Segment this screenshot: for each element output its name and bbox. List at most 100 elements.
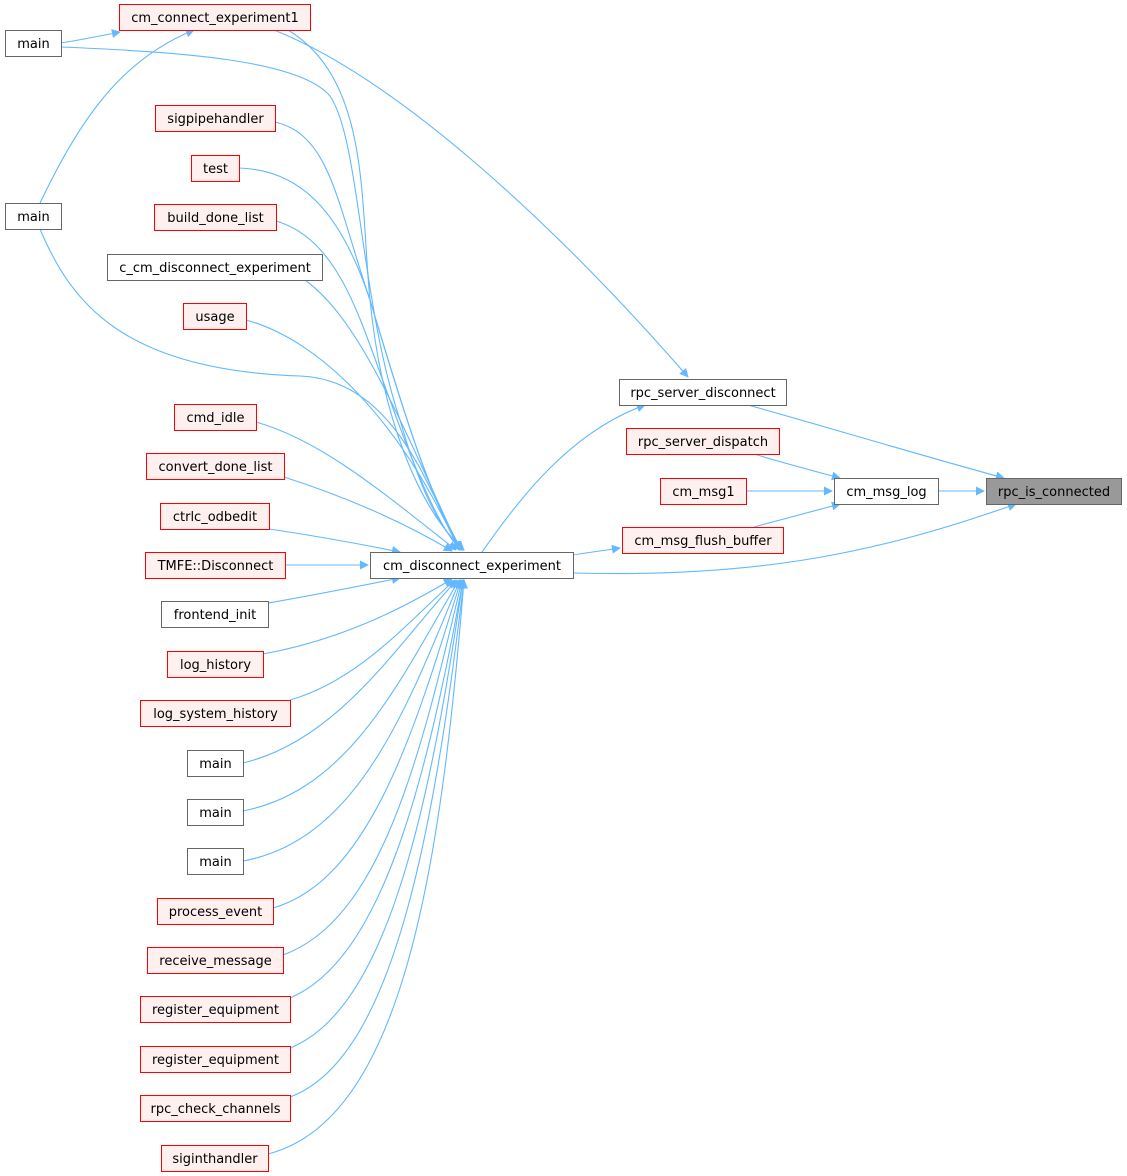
node-label: c_cm_disconnect_experiment — [119, 261, 311, 276]
node-log-system-history[interactable]: log_system_history — [140, 700, 291, 727]
node-label: cm_msg_log — [846, 485, 926, 500]
node-label: ctrlc_odbedit — [173, 510, 257, 525]
node-label: cm_connect_experiment1 — [131, 11, 299, 26]
node-main-b[interactable]: main — [5, 203, 62, 230]
node-sigpipehandler[interactable]: sigpipehandler — [155, 105, 276, 132]
node-box — [146, 453, 285, 480]
edge-register-equipment-b-to-cm-disconnect-experiment — [289, 579, 467, 1049]
node-build-done-list[interactable]: build_done_list — [154, 204, 277, 231]
node-box — [140, 1095, 291, 1122]
node-box — [154, 204, 277, 231]
node-cm-disconnect-experiment[interactable]: cm_disconnect_experiment — [370, 552, 574, 579]
node-label: main — [17, 37, 49, 52]
edge-main-a-to-cm-disconnect-experiment — [60, 46, 464, 551]
node-siginthandler[interactable]: siginthandler — [161, 1145, 269, 1172]
node-ctrlc-odbedit[interactable]: ctrlc_odbedit — [160, 503, 270, 530]
node-box — [140, 700, 291, 727]
node-register-equipment-b[interactable]: register_equipment — [140, 1046, 291, 1073]
node-box — [161, 601, 269, 628]
node-c-cm-disconnect-experiment[interactable]: c_cm_disconnect_experiment — [107, 254, 323, 281]
edge-register-equipment-a-to-cm-disconnect-experiment — [289, 579, 466, 999]
edge-frontend-init-to-cm-disconnect-experiment — [267, 575, 401, 604]
node-main-c[interactable]: main — [187, 750, 244, 777]
edge-log-history-to-cm-disconnect-experiment — [262, 578, 453, 655]
node-label: TMFE::Disconnect — [157, 559, 274, 574]
node-label: rpc_is_connected — [998, 485, 1110, 500]
edge-process-event-to-cm-disconnect-experiment — [272, 579, 463, 909]
node-box — [622, 527, 784, 554]
edge-rpc-server-dispatch-to-cm-msg-log — [753, 453, 841, 481]
edge-cm-connect-experiment1-to-cm-disconnect-experiment — [287, 29, 465, 551]
node-main-d[interactable]: main — [187, 799, 244, 826]
node-label: main — [199, 806, 231, 821]
edge-build-done-list-to-cm-disconnect-experiment — [275, 220, 462, 551]
edge-cmd-idle-to-cm-disconnect-experiment — [255, 421, 457, 551]
node-box — [660, 478, 747, 505]
node-main-a[interactable]: main — [5, 30, 62, 57]
node-label: process_event — [169, 905, 262, 920]
node-box — [155, 105, 276, 132]
node-label: test — [203, 162, 228, 177]
node-label: log_history — [180, 658, 251, 673]
node-label: main — [199, 757, 231, 772]
node-label: register_equipment — [152, 1003, 279, 1018]
node-rpc-is-connected[interactable]: rpc_is_connected — [986, 478, 1122, 505]
node-cm-msg-log[interactable]: cm_msg_log — [834, 478, 939, 505]
node-box — [5, 30, 62, 57]
node-box — [370, 552, 574, 579]
node-cm-connect-experiment1[interactable]: cm_connect_experiment1 — [119, 4, 311, 31]
node-receive-message[interactable]: receive_message — [147, 947, 284, 974]
node-box — [157, 898, 274, 925]
node-label: main — [199, 855, 231, 870]
node-box — [187, 799, 244, 826]
node-box — [174, 404, 257, 431]
node-box — [5, 203, 62, 230]
node-box — [619, 379, 787, 406]
edge-cm-connect-experiment1-to-rpc-server-disconnect — [273, 29, 689, 378]
edge-main-b-to-cm-connect-experiment1 — [39, 28, 195, 204]
edge-convert-done-list-to-cm-disconnect-experiment — [283, 476, 453, 552]
edge-cm-disconnect-experiment-to-cm-msg-flush-buffer — [572, 544, 621, 556]
node-box — [140, 996, 291, 1023]
node-cm-msg-flush-buffer[interactable]: cm_msg_flush_buffer — [622, 527, 784, 554]
node-rpc-check-channels[interactable]: rpc_check_channels — [140, 1095, 291, 1122]
node-box — [187, 848, 244, 875]
node-box — [986, 478, 1122, 505]
edge-sigpipehandler-to-cm-disconnect-experiment — [274, 121, 463, 551]
node-box — [626, 428, 780, 455]
edge-receive-message-to-cm-disconnect-experiment — [282, 579, 465, 956]
node-box — [147, 947, 284, 974]
node-label: convert_done_list — [158, 460, 272, 475]
node-label: siginthandler — [172, 1152, 258, 1167]
edge-main-a-to-cm-connect-experiment1 — [60, 29, 121, 44]
node-main-e[interactable]: main — [187, 848, 244, 875]
edge-log-system-history-to-cm-disconnect-experiment — [289, 579, 456, 701]
node-tmfe-disconnect[interactable]: TMFE::Disconnect — [145, 552, 286, 579]
node-log-history[interactable]: log_history — [167, 651, 264, 678]
node-convert-done-list[interactable]: convert_done_list — [146, 453, 285, 480]
node-usage[interactable]: usage — [183, 303, 247, 330]
node-cmd-idle[interactable]: cmd_idle — [174, 404, 257, 431]
node-label: rpc_server_dispatch — [638, 435, 768, 450]
node-register-equipment-a[interactable]: register_equipment — [140, 996, 291, 1023]
edge-rpc-check-channels-to-cm-disconnect-experiment — [289, 579, 468, 1098]
node-cm-msg1[interactable]: cm_msg1 — [660, 478, 747, 505]
node-box — [191, 155, 240, 182]
node-box — [140, 1046, 291, 1073]
edge-cm-disconnect-experiment-to-rpc-server-disconnect — [481, 403, 646, 553]
node-box — [107, 254, 323, 281]
edge-main-d-to-cm-disconnect-experiment — [242, 579, 460, 812]
node-test[interactable]: test — [191, 155, 240, 182]
node-process-event[interactable]: process_event — [157, 898, 274, 925]
node-rpc-server-disconnect[interactable]: rpc_server_disconnect — [619, 379, 787, 406]
node-box — [161, 1145, 269, 1172]
node-label: frontend_init — [174, 608, 256, 623]
node-frontend-init[interactable]: frontend_init — [161, 601, 269, 628]
edge-cm-msg-flush-buffer-to-cm-msg-log — [753, 501, 841, 528]
node-label: rpc_server_disconnect — [630, 386, 775, 401]
node-box — [119, 4, 311, 31]
node-label: sigpipehandler — [167, 112, 264, 127]
node-rpc-server-dispatch[interactable]: rpc_server_dispatch — [626, 428, 780, 455]
node-label: main — [17, 210, 49, 225]
node-label: rpc_check_channels — [150, 1102, 280, 1117]
